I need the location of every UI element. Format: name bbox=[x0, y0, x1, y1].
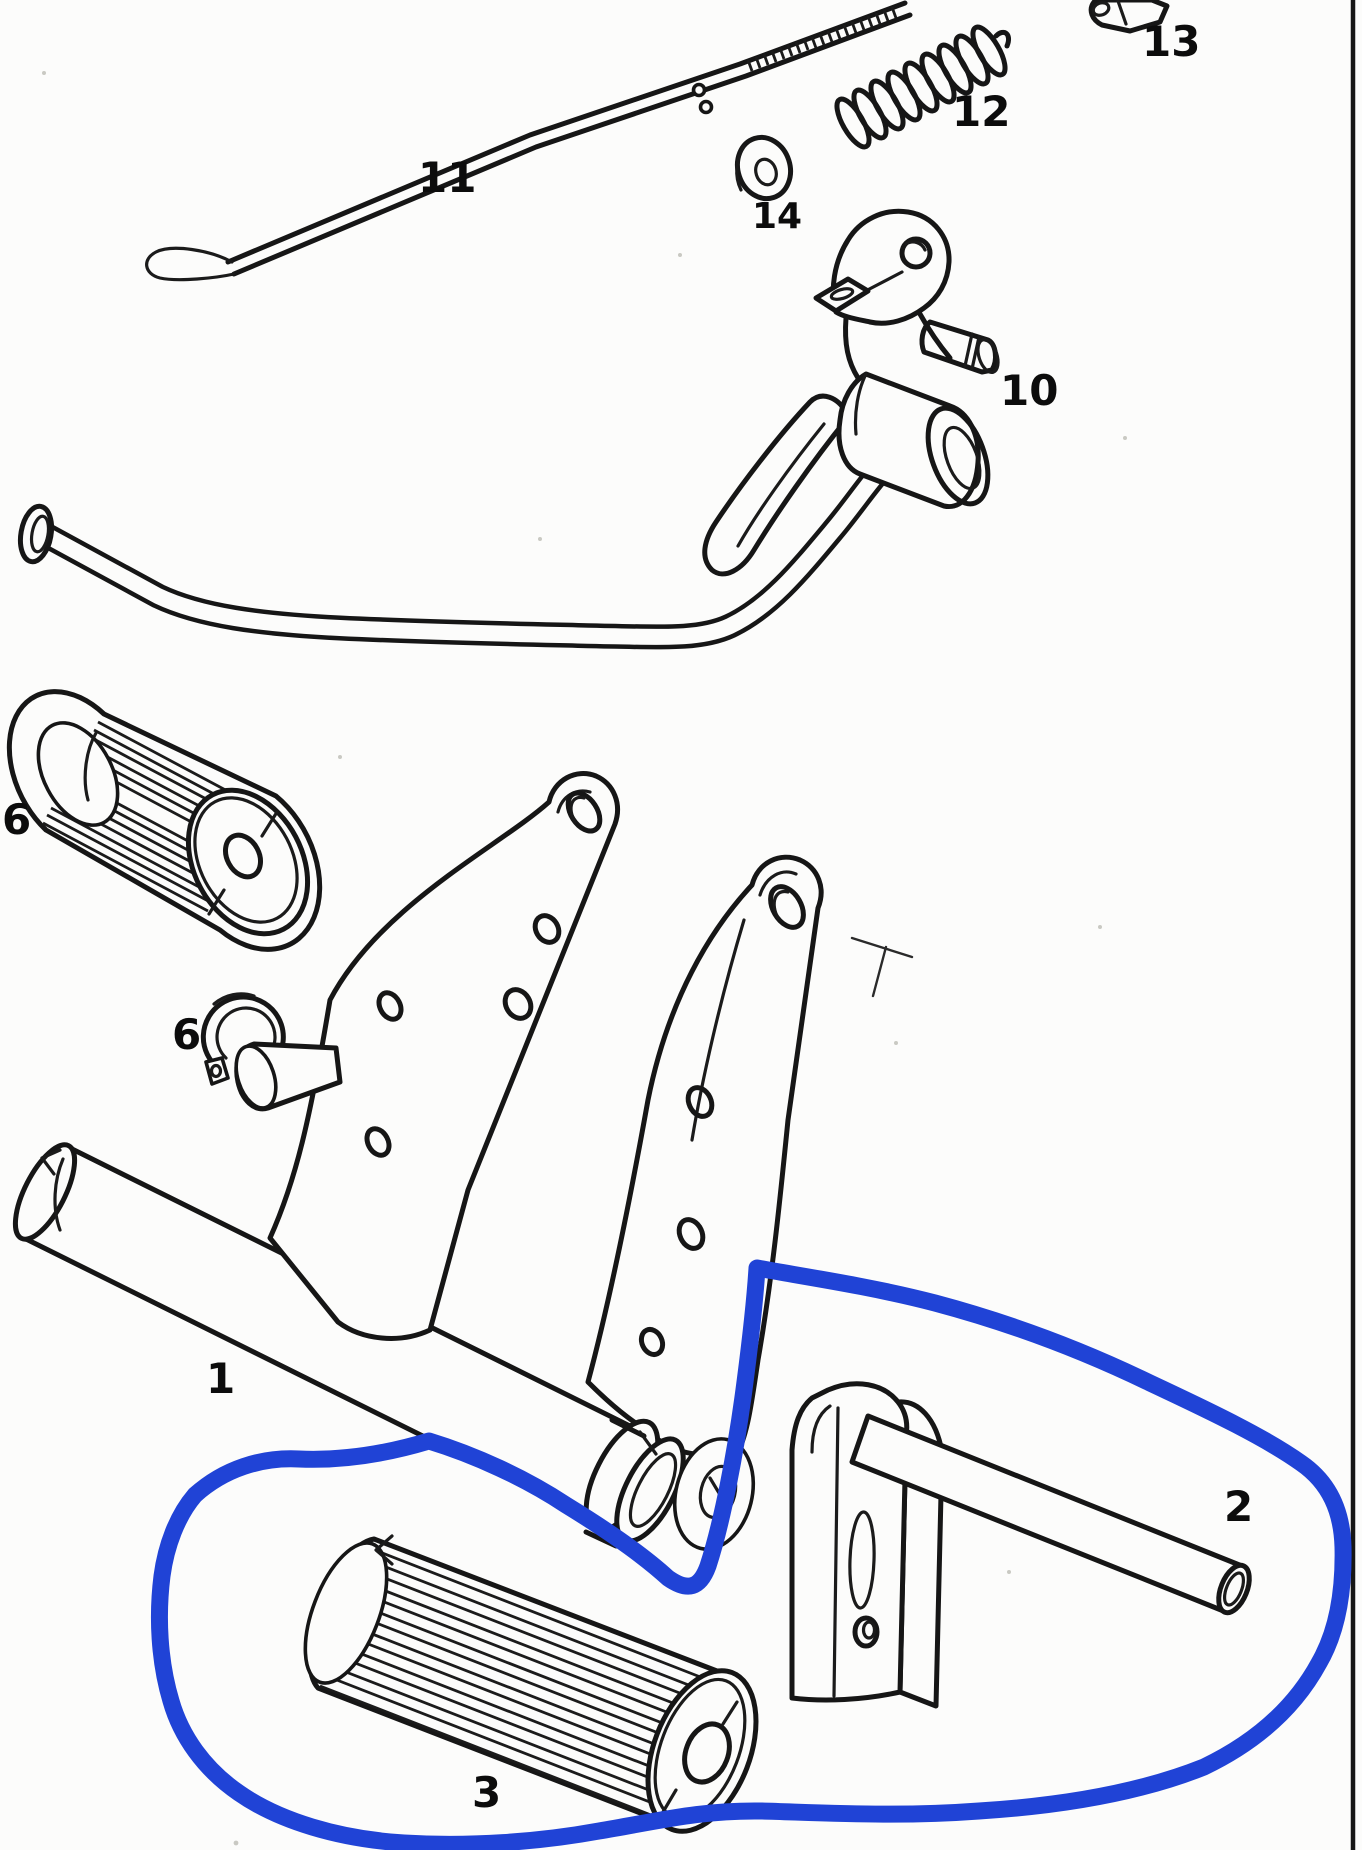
part-label-10: 10 bbox=[1000, 366, 1058, 415]
part-2-bracket-and-pin-drawing bbox=[789, 1381, 1252, 1709]
part-1-footrest-bar-drawing bbox=[12, 771, 824, 1551]
crop-mark-t bbox=[850, 936, 914, 998]
part-11-rod-drawing bbox=[145, 0, 913, 282]
part-label-13: 13 bbox=[1142, 17, 1200, 66]
part-label-6a: 6 bbox=[2, 795, 31, 844]
part-label-2: 2 bbox=[1224, 1482, 1253, 1531]
part-labels: 11 12 13 14 10 6 6 1 2 3 bbox=[2, 17, 1253, 1817]
bent-linkage-rod-drawing bbox=[17, 449, 901, 650]
scan-speckles bbox=[42, 71, 1127, 1846]
part-10-lever-assembly-drawing bbox=[702, 208, 1000, 577]
part-13-block-drawing bbox=[1088, 0, 1170, 34]
part-3-footpeg-rubber-drawing bbox=[303, 1534, 759, 1834]
part-label-11: 11 bbox=[418, 153, 476, 202]
part-14-washer-drawing bbox=[734, 134, 794, 202]
part-label-3: 3 bbox=[472, 1768, 501, 1817]
highlight-annotation-loop bbox=[150, 1259, 1352, 1850]
part-label-1: 1 bbox=[206, 1354, 235, 1403]
part-label-12: 12 bbox=[952, 87, 1010, 136]
part-label-6b: 6 bbox=[172, 1010, 201, 1059]
part-12-spring-drawing bbox=[834, 24, 1012, 150]
part-label-14: 14 bbox=[752, 196, 802, 237]
part-6-rubber-drawing bbox=[6, 689, 323, 952]
